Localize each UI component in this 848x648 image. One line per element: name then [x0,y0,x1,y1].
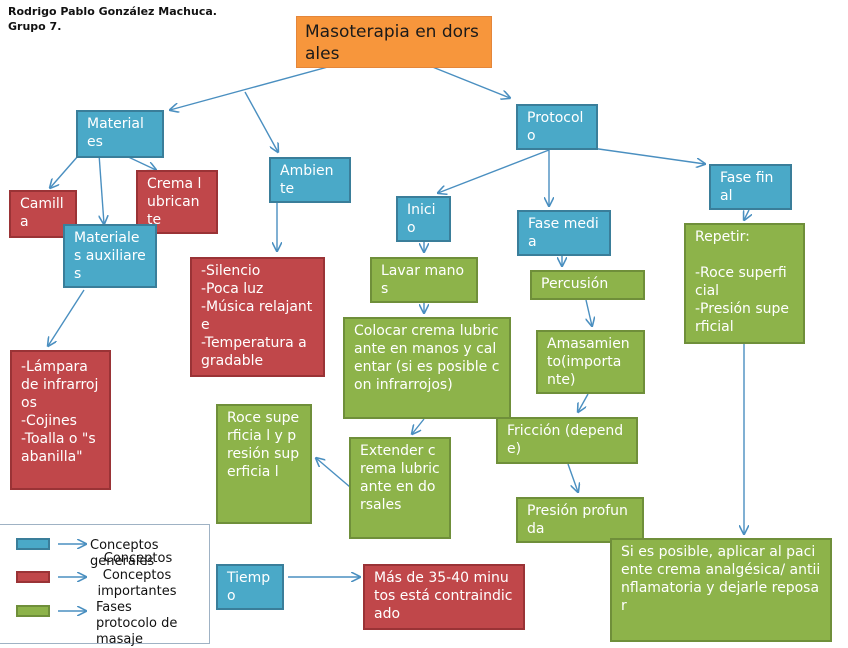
legend-label-fases: Fases protocolo de masaje [96,600,178,647]
node-mas-de-40: Más de 35-40 minutos está contraindicado [363,564,525,630]
node-extender-crema: Extender crema lubricante en dorsales [349,437,451,539]
author-info: Rodrigo Pablo González Machuca. Grupo 7. [8,5,217,33]
arrow-extender-roce [316,458,351,488]
node-roce-presion: Roce superficia l y presión superficia l [216,404,312,524]
node-auxiliares-list: -Lámpara de infrarrojos -Cojines -Toalla… [10,350,111,490]
arrow-colocar-extender [412,418,425,434]
title-node: Masoterapia en dorsales [296,16,492,68]
node-fase-media: Fase media [517,210,611,256]
node-protocolo: Protocol o [516,104,598,150]
node-percusion: Percusión [530,270,645,300]
node-friccion: Fricción (depende) [496,417,638,464]
node-colocar-crema: Colocar crema lubricante en manos y cale… [343,317,511,419]
node-camilla: Camill a [9,190,77,238]
node-amasamiento: Amasamien to(importa nte) [536,330,645,394]
node-aplicar-crema: Si es posible, aplicar al paciente crema… [610,538,832,642]
node-repetir: Repetir: -Roce superficial -Presión supe… [684,223,805,344]
node-ambiente: Ambien te [269,157,351,203]
node-ambiente-list: -Silencio -Poca luz -Música relajante -T… [190,257,325,377]
arrow-friccion-presion [567,463,578,492]
node-tiempo: Tiemp o [216,564,284,610]
node-lavar-manos: Lavar manos [370,257,478,303]
legend-label-overlap: Conceptos [103,551,173,566]
arrow-percusion-amasamiento [586,299,592,326]
node-materiales: Material es [76,110,164,158]
arrow-amasamiento-friccion [578,393,589,412]
node-materiales-auxiliares: Materiale s auxiliares [63,224,157,288]
arrow-aux-list [48,289,85,346]
node-presion-profunda: Presión profunda [516,497,644,543]
legend-swatch-green [16,605,50,617]
arrow-protocolo-inicio [438,149,550,193]
legend-swatch-red [16,571,50,583]
arrow-title-ambiente [244,91,278,152]
arrow-final-repetir [744,209,749,220]
node-inicio: Inici o [396,196,451,242]
node-crema: Crema lubrican te [136,170,218,234]
legend-swatch-blue [16,538,50,550]
node-fase-final: Fase final [709,164,792,210]
legend-label-importantes: Conceptos importantes [97,568,177,599]
legend-label-generales: Conceptos generales [90,538,159,569]
